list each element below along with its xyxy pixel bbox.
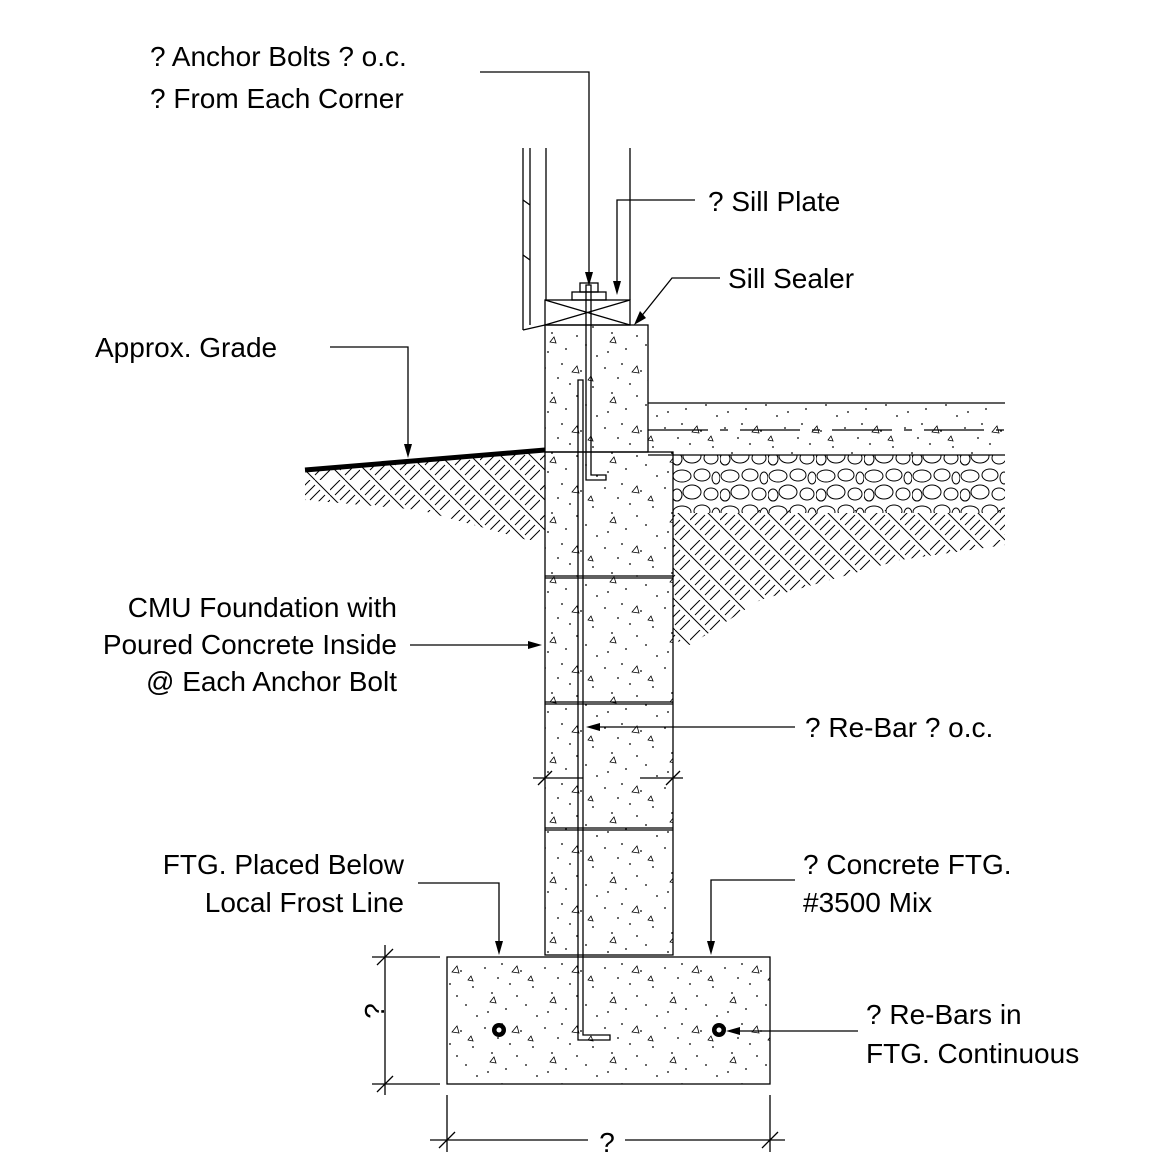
gravel-bed (673, 455, 1005, 513)
leader-approx-grade (330, 346, 412, 458)
label-sill-plate: ? Sill Plate (708, 186, 840, 217)
label-anchor-bolts-1: ? Anchor Bolts ? o.c. (150, 41, 407, 72)
label-rebar: ? Re-Bar ? o.c. (805, 712, 993, 743)
leader-rebar (586, 723, 795, 731)
label-concrete-ftg-2: #3500 Mix (803, 887, 932, 918)
foundation-wall-top (544, 324, 649, 453)
footing-height-dimension (372, 945, 440, 1095)
vertical-rebar (577, 379, 611, 1041)
leader-anchor-bolts (480, 71, 593, 286)
label-ftg-width: ? (599, 1127, 615, 1158)
label-ftg-placed-2: Local Frost Line (205, 887, 404, 918)
footing-rebar-left (492, 1023, 506, 1037)
leader-ftg-placed (418, 882, 503, 955)
label-ftg-rebars-1: ? Re-Bars in (866, 999, 1022, 1030)
right-earth-fill (673, 510, 1005, 645)
footing (446, 956, 771, 1085)
grade-line (304, 447, 546, 473)
cmu-wall (544, 451, 674, 956)
wall-width-ticks (533, 770, 683, 786)
label-anchor-bolts-2: ? From Each Corner (150, 83, 404, 114)
leader-cmu (410, 641, 542, 649)
label-cmu-2: Poured Concrete Inside (103, 629, 397, 660)
label-approx-grade: Approx. Grade (95, 332, 277, 363)
label-cmu-1: CMU Foundation with (128, 592, 397, 623)
label-ftg-placed-1: FTG. Placed Below (163, 849, 405, 880)
leader-sill-plate (613, 199, 695, 295)
wall-framing (522, 148, 631, 331)
leader-ftg-rebar (726, 1027, 858, 1035)
label-concrete-ftg-1: ? Concrete FTG. (803, 849, 1012, 880)
footing-width-dimension (430, 1095, 785, 1152)
floor-slab (648, 402, 1005, 456)
label-ftg-height: ? (359, 1003, 390, 1019)
label-ftg-rebars-2: FTG. Continuous (866, 1038, 1079, 1069)
leader-sill-sealer (634, 277, 720, 325)
footing-rebar-right (712, 1023, 726, 1037)
label-sill-sealer: Sill Sealer (728, 263, 854, 294)
leader-concrete-ftg (707, 879, 795, 955)
label-cmu-3: @ Each Anchor Bolt (146, 666, 397, 697)
sill-plate (544, 299, 631, 326)
